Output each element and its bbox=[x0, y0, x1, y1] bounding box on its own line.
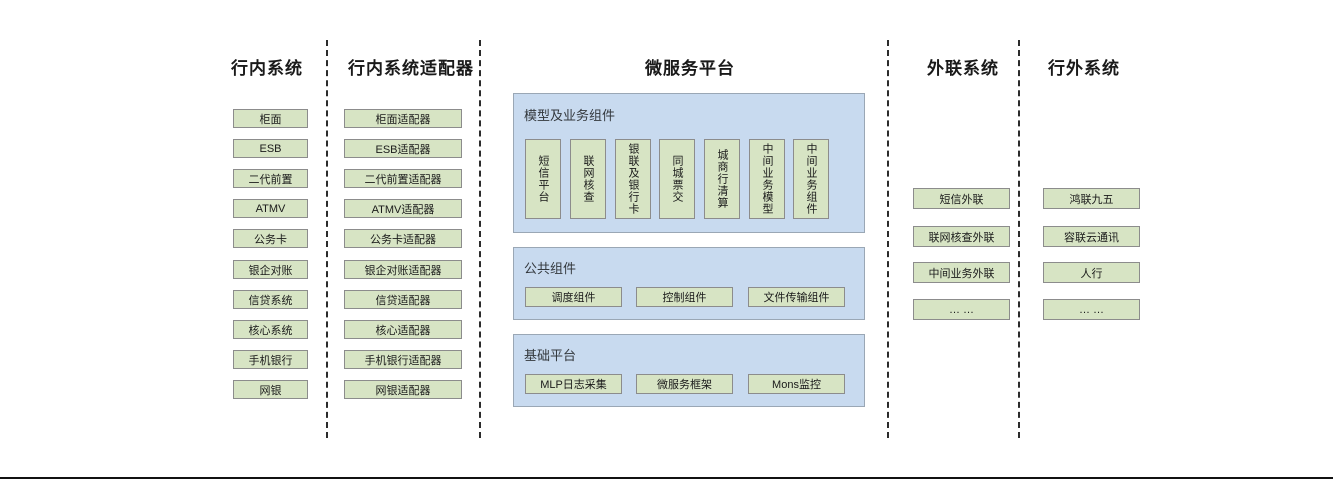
node-model-6[interactable]: 中间业务模型 bbox=[749, 139, 785, 219]
panel-title-model-business: 模型及业务组件 bbox=[524, 108, 616, 123]
node-adapter-9[interactable]: 手机银行适配器 bbox=[344, 350, 462, 369]
node-outbank-2[interactable]: 容联云通讯 bbox=[1043, 226, 1140, 247]
node-model-5[interactable]: 城商行清算 bbox=[704, 139, 740, 219]
node-model-1[interactable]: 短信平台 bbox=[525, 139, 561, 219]
panel-title-base-platform: 基础平台 bbox=[524, 348, 577, 363]
node-adapter-1[interactable]: 柜面适配器 bbox=[344, 109, 462, 128]
column-title-external-link: 外联系统 bbox=[927, 59, 999, 78]
column-title-inbank: 行内系统 bbox=[231, 59, 303, 78]
node-inbank-4[interactable]: ATMV bbox=[233, 199, 308, 218]
node-model-7[interactable]: 中间业务组件 bbox=[793, 139, 829, 219]
node-outbank-1[interactable]: 鸿联九五 bbox=[1043, 188, 1140, 209]
node-base-2[interactable]: 微服务框架 bbox=[636, 374, 733, 394]
panel-base-platform bbox=[513, 334, 865, 407]
node-inbank-7[interactable]: 信贷系统 bbox=[233, 290, 308, 309]
column-title-adapter: 行内系统适配器 bbox=[348, 59, 474, 78]
node-external-3[interactable]: 中间业务外联 bbox=[913, 262, 1010, 283]
node-public-2[interactable]: 控制组件 bbox=[636, 287, 733, 307]
node-adapter-6[interactable]: 银企对账适配器 bbox=[344, 260, 462, 279]
divider-2 bbox=[479, 40, 481, 438]
node-adapter-2[interactable]: ESB适配器 bbox=[344, 139, 462, 158]
node-base-1[interactable]: MLP日志采集 bbox=[525, 374, 622, 394]
panel-public-components bbox=[513, 247, 865, 320]
node-adapter-4[interactable]: ATMV适配器 bbox=[344, 199, 462, 218]
node-external-4[interactable]: … … bbox=[913, 299, 1010, 320]
divider-1 bbox=[326, 40, 328, 438]
node-inbank-1[interactable]: 柜面 bbox=[233, 109, 308, 128]
node-adapter-10[interactable]: 网银适配器 bbox=[344, 380, 462, 399]
node-external-1[interactable]: 短信外联 bbox=[913, 188, 1010, 209]
node-inbank-8[interactable]: 核心系统 bbox=[233, 320, 308, 339]
node-model-4[interactable]: 同城票交 bbox=[659, 139, 695, 219]
node-outbank-3[interactable]: 人行 bbox=[1043, 262, 1140, 283]
node-inbank-3[interactable]: 二代前置 bbox=[233, 169, 308, 188]
node-public-3[interactable]: 文件传输组件 bbox=[748, 287, 845, 307]
node-inbank-10[interactable]: 网银 bbox=[233, 380, 308, 399]
divider-3 bbox=[887, 40, 889, 438]
node-public-1[interactable]: 调度组件 bbox=[525, 287, 622, 307]
node-adapter-8[interactable]: 核心适配器 bbox=[344, 320, 462, 339]
node-adapter-5[interactable]: 公务卡适配器 bbox=[344, 229, 462, 248]
node-outbank-4[interactable]: … … bbox=[1043, 299, 1140, 320]
node-external-2[interactable]: 联网核查外联 bbox=[913, 226, 1010, 247]
node-inbank-2[interactable]: ESB bbox=[233, 139, 308, 158]
divider-4 bbox=[1018, 40, 1020, 438]
node-inbank-6[interactable]: 银企对账 bbox=[233, 260, 308, 279]
node-base-3[interactable]: Mons监控 bbox=[748, 374, 845, 394]
node-adapter-3[interactable]: 二代前置适配器 bbox=[344, 169, 462, 188]
node-inbank-5[interactable]: 公务卡 bbox=[233, 229, 308, 248]
node-adapter-7[interactable]: 信贷适配器 bbox=[344, 290, 462, 309]
column-title-platform: 微服务平台 bbox=[645, 59, 735, 78]
node-model-3[interactable]: 银联及银行卡 bbox=[615, 139, 651, 219]
bottom-divider bbox=[0, 477, 1333, 479]
node-inbank-9[interactable]: 手机银行 bbox=[233, 350, 308, 369]
node-model-2[interactable]: 联网核查 bbox=[570, 139, 606, 219]
column-title-outbank: 行外系统 bbox=[1048, 59, 1120, 78]
panel-title-public-components: 公共组件 bbox=[524, 261, 577, 276]
